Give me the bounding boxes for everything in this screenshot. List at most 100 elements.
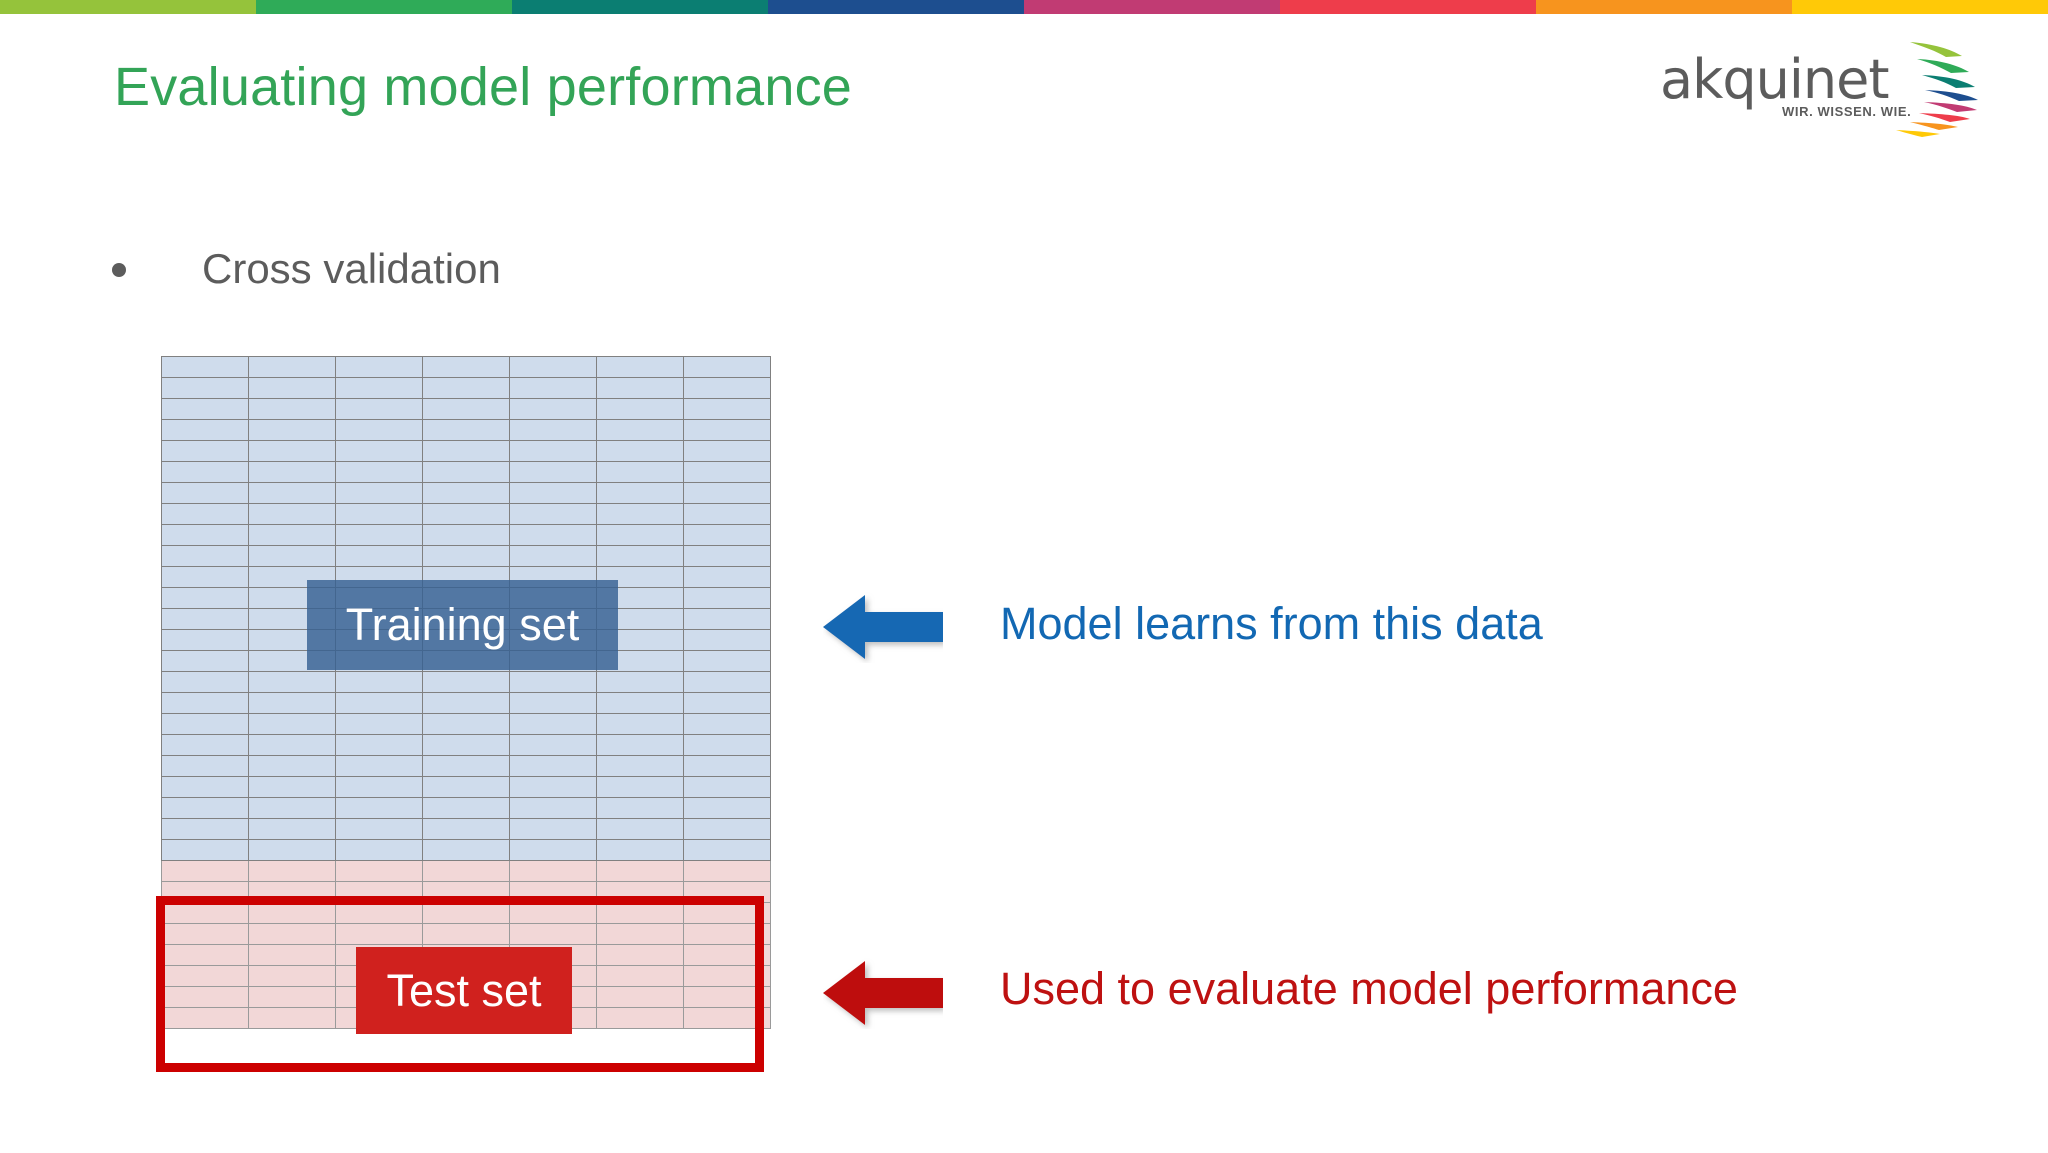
table-cell (509, 734, 597, 756)
table-cell (161, 1007, 249, 1029)
table-cell (509, 356, 597, 378)
table-cell (596, 986, 684, 1008)
table-cell (422, 881, 510, 903)
table-cell (161, 881, 249, 903)
table-cell (683, 566, 771, 588)
table-row-training (161, 461, 771, 483)
table-cell (509, 881, 597, 903)
table-cell (422, 377, 510, 399)
bullet-label: Cross validation (202, 245, 501, 292)
table-cell (683, 713, 771, 735)
table-cell (683, 734, 771, 756)
table-cell (248, 1007, 336, 1029)
table-row-training (161, 692, 771, 714)
table-cell (248, 440, 336, 462)
table-cell (161, 566, 249, 588)
table-cell (596, 692, 684, 714)
table-cell (335, 398, 423, 420)
table-row-training (161, 839, 771, 861)
table-row-training (161, 503, 771, 525)
table-cell (248, 356, 336, 378)
table-row-training (161, 818, 771, 840)
table-cell (248, 944, 336, 966)
table-cell (248, 524, 336, 546)
table-cell (596, 419, 684, 441)
table-cell (422, 545, 510, 567)
table-cell (161, 587, 249, 609)
table-cell (161, 398, 249, 420)
table-row-training (161, 734, 771, 756)
table-cell (422, 503, 510, 525)
table-cell (509, 755, 597, 777)
table-cell (335, 881, 423, 903)
table-cell (509, 524, 597, 546)
table-cell (683, 902, 771, 924)
table-cell (683, 356, 771, 378)
table-cell (248, 839, 336, 861)
table-cell (248, 965, 336, 987)
table-cell (509, 461, 597, 483)
table-cell (422, 755, 510, 777)
table-cell (683, 629, 771, 651)
color-bar-segment-light-green (0, 0, 256, 14)
cross-validation-grid (161, 356, 771, 1029)
table-cell (161, 356, 249, 378)
table-cell (248, 923, 336, 945)
table-cell (509, 419, 597, 441)
table-cell (509, 671, 597, 693)
table-cell (248, 755, 336, 777)
table-cell (335, 461, 423, 483)
table-cell (335, 356, 423, 378)
table-body (161, 356, 771, 1029)
table-cell (509, 776, 597, 798)
callout-training-text: Model learns from this data (1000, 598, 1543, 649)
table-cell (509, 503, 597, 525)
table-cell (509, 818, 597, 840)
table-cell (161, 755, 249, 777)
table-cell (161, 818, 249, 840)
table-row-training (161, 545, 771, 567)
table-row-test (161, 881, 771, 903)
table-cell (335, 818, 423, 840)
table-cell (683, 440, 771, 462)
table-row-training (161, 713, 771, 735)
table-cell (161, 419, 249, 441)
table-cell (596, 356, 684, 378)
table-cell (422, 482, 510, 504)
table-row-test (161, 923, 771, 945)
table-cell (683, 776, 771, 798)
table-cell (422, 923, 510, 945)
color-bar-segment-magenta (1024, 0, 1280, 14)
table-cell (596, 377, 684, 399)
table-cell (161, 986, 249, 1008)
table-cell (596, 398, 684, 420)
table-cell (248, 860, 336, 882)
table-cell (596, 524, 684, 546)
table-cell (596, 755, 684, 777)
table-cell (596, 881, 684, 903)
table-cell (161, 440, 249, 462)
table-cell (596, 461, 684, 483)
table-cell (161, 503, 249, 525)
table-row-training (161, 776, 771, 798)
table-cell (596, 902, 684, 924)
table-cell (596, 440, 684, 462)
table-cell (335, 692, 423, 714)
table-cell (161, 482, 249, 504)
table-cell (161, 671, 249, 693)
table-cell (248, 503, 336, 525)
table-cell (422, 776, 510, 798)
table-cell (161, 713, 249, 735)
table-cell (248, 797, 336, 819)
color-bar-segment-orange (1536, 0, 1792, 14)
table-cell (161, 839, 249, 861)
table-cell (683, 503, 771, 525)
table-cell (683, 965, 771, 987)
table-cell (509, 377, 597, 399)
table-cell (161, 524, 249, 546)
table-cell (335, 839, 423, 861)
data-split-table (161, 356, 771, 1029)
table-cell (422, 692, 510, 714)
table-row-training (161, 398, 771, 420)
table-cell (596, 839, 684, 861)
